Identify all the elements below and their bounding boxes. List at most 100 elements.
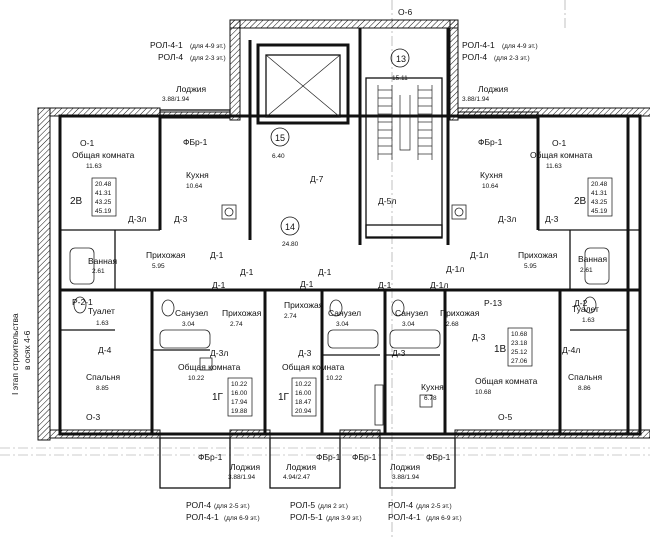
door-d3-cr-b: Д-3: [472, 332, 486, 342]
cr-sanuzel-area: 3.04: [402, 321, 415, 328]
cr-stat-3: 25.12: [511, 349, 528, 356]
cr-hallway-area: 2.68: [446, 321, 459, 328]
top-loggia-left-area: 3.88/1.94: [162, 96, 189, 103]
left-stat-4: 45.19: [95, 208, 112, 215]
left-living: Общая комната: [72, 150, 135, 160]
right-toilet-area: 1.63: [582, 317, 595, 324]
left-stat-1: 20.48: [95, 181, 112, 188]
left-toilet: Туалет: [88, 306, 115, 316]
staircase: [365, 77, 443, 239]
right-bedroom-area: 8.86: [578, 385, 591, 392]
right-bath-area: 2.61: [580, 267, 593, 274]
elevator-room-area: 6.40: [272, 153, 285, 160]
top-loggia-right: Лоджия: [478, 84, 509, 94]
door-d1l-a: Д-1л: [446, 264, 464, 274]
bw-c1-1-note: (для 2-5 эт.): [214, 503, 250, 510]
c-living: Общая комната: [282, 362, 345, 372]
bottom-loggias: [159, 109, 456, 489]
cl-living-area: 10.22: [188, 375, 205, 382]
fixtures: [69, 204, 610, 426]
cr-stat-1: 10.68: [511, 331, 528, 338]
left-bedroom-area: 8.85: [96, 385, 109, 392]
top-window-left-2: РОЛ-4: [158, 52, 183, 62]
c-stat-4: 20.94: [295, 408, 312, 415]
cl-stat-3: 17.94: [231, 399, 248, 406]
bw-c1-2-note: (для 6-9 эт.): [224, 515, 260, 522]
door-d1l-b: Д-1л: [470, 250, 488, 260]
door-d1-b: Д-1: [240, 267, 254, 277]
c-hallway: Прихожая: [284, 300, 324, 310]
bottom-loggia-2: Лоджия: [286, 462, 317, 472]
door-d4: Д-4: [98, 345, 112, 355]
cl-sanuzel: Санузел: [175, 308, 208, 318]
side-note-2: в осях 4-6: [22, 330, 32, 370]
left-bedroom: Спальня: [86, 372, 121, 382]
door-d4l: Д-4л: [562, 345, 580, 355]
right-living-area: 11.63: [546, 163, 562, 170]
cl-stat-1: 10.22: [231, 381, 248, 388]
door-d3-left: Д-3: [174, 214, 188, 224]
door-d1-d: Д-1: [318, 267, 332, 277]
cl-hallway-area: 2.74: [230, 321, 243, 328]
cr-living: Общая комната: [475, 376, 538, 386]
door-d3-right: Д-3: [545, 214, 559, 224]
cr-stat-4: 27.06: [511, 358, 528, 365]
cr-type: 1В: [494, 344, 507, 355]
right-balcony-door: ФБр-1: [478, 137, 503, 147]
cl-living: Общая комната: [178, 362, 241, 372]
side-note-1: I этап строительства: [10, 313, 20, 395]
left-bottom-axis: О-3: [86, 412, 100, 422]
right-kitchen: Кухня: [480, 170, 503, 180]
right-axis: О-1: [552, 138, 566, 148]
bw-c3-2: РОЛ-4-1: [388, 512, 421, 522]
cr-sanuzel: Санузел: [395, 308, 428, 318]
bw-c2-1-note: (для 2 эт.): [318, 503, 348, 510]
right-stat-4: 45.19: [591, 208, 608, 215]
bottom-loggia-1: Лоджия: [230, 462, 261, 472]
door-d7: Д-7: [310, 174, 324, 184]
door-d1-a: Д-1: [210, 250, 224, 260]
main-walls: [58, 28, 642, 436]
c-stat-2: 16.00: [295, 390, 312, 397]
top-window-left-1: РОЛ-4-1: [150, 40, 183, 50]
right-toilet: Туалет: [572, 304, 599, 314]
cr-kitchen-area: 6.78: [424, 395, 437, 402]
right-hallway-area: 5.95: [524, 263, 537, 270]
left-type: 2В: [70, 196, 83, 207]
left-hallway: Прихожая: [146, 250, 186, 260]
right-stat-2: 41.31: [591, 190, 608, 197]
stair-number: 13: [396, 54, 406, 64]
top-window-left-1-note: (для 4-9 эт.): [190, 43, 226, 50]
cr-stat-2: 23.18: [511, 340, 528, 347]
bw-c1-2: РОЛ-4-1: [186, 512, 219, 522]
c-stat-3: 18.47: [295, 399, 312, 406]
cr-window: Р-13: [484, 298, 502, 308]
bottom-balcony-door-3: ФБр-1: [352, 452, 377, 462]
left-stat-2: 41.31: [95, 190, 112, 197]
left-axis: О-1: [80, 138, 94, 148]
left-kitchen: Кухня: [186, 170, 209, 180]
top-axis-label: О-6: [398, 7, 412, 17]
door-d3l-right: Д-3л: [498, 214, 516, 224]
c-sanuzel-area: 3.04: [336, 321, 349, 328]
top-window-right-1-note: (для 4-9 эт.): [502, 43, 538, 50]
door-d3-center: Д-3: [298, 348, 312, 358]
cl-type: 1Г: [212, 392, 224, 403]
door-d1-e: Д-1: [300, 279, 314, 289]
window-p21: Р-2-1: [72, 297, 93, 307]
cl-sanuzel-area: 3.04: [182, 321, 195, 328]
bw-c2-1: РОЛ-5: [290, 500, 315, 510]
bottom-balcony-door-4: ФБр-1: [426, 452, 451, 462]
door-d3l-left: Д-3л: [128, 214, 146, 224]
cr-living-area: 10.68: [475, 389, 492, 396]
left-balcony-door: ФБр-1: [183, 137, 208, 147]
door-d1-c: Д-1: [212, 280, 226, 290]
left-kitchen-area: 10.64: [186, 183, 203, 190]
right-kitchen-area: 10.64: [482, 183, 499, 190]
cr-bottom-axis: О-5: [498, 412, 512, 422]
bottom-loggia-3-area: 3.88/1.94: [392, 474, 419, 481]
door-d1l-c: Д-1л: [430, 280, 448, 290]
left-stat-3: 43.25: [95, 199, 112, 206]
door-labels: Д-3л Д-3 Д-1 Д-1 Д-1 Д-1 Д-1 Д-1 Д-1л Д-…: [72, 174, 588, 358]
